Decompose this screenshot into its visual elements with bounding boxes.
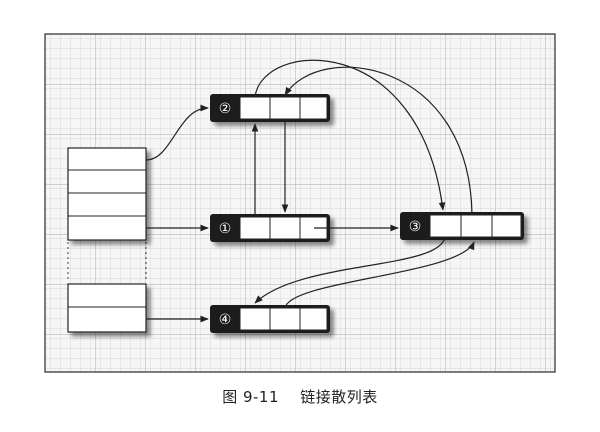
arrow-bucket-to-node-2 — [145, 104, 209, 161]
node-label-4: ④ — [219, 312, 232, 328]
figure-caption: 图 9-11 链接散列表 — [0, 386, 600, 414]
arrow-node-4-to-node-3 — [284, 241, 475, 309]
entry-node-1: ① — [210, 214, 330, 242]
node-label-1: ① — [219, 221, 232, 237]
bucket-array-top — [67, 147, 147, 241]
bucket-array-dotted-gap — [67, 242, 147, 282]
entry-node-3: ③ — [400, 212, 524, 240]
entry-node-2: ② — [210, 94, 330, 122]
arrow-node-3-to-node-4 — [254, 236, 446, 304]
bucket-array-bottom — [67, 283, 147, 333]
arrow-node-3-to-node-2 — [284, 66, 473, 216]
node-label-3: ③ — [409, 219, 422, 235]
entry-node-4: ④ — [210, 305, 330, 333]
figure-number: 图 9-11 — [222, 388, 279, 406]
arrow-node-2-to-node-3 — [254, 59, 446, 211]
figure-title: 链接散列表 — [300, 388, 378, 406]
node-label-2: ② — [219, 101, 232, 117]
